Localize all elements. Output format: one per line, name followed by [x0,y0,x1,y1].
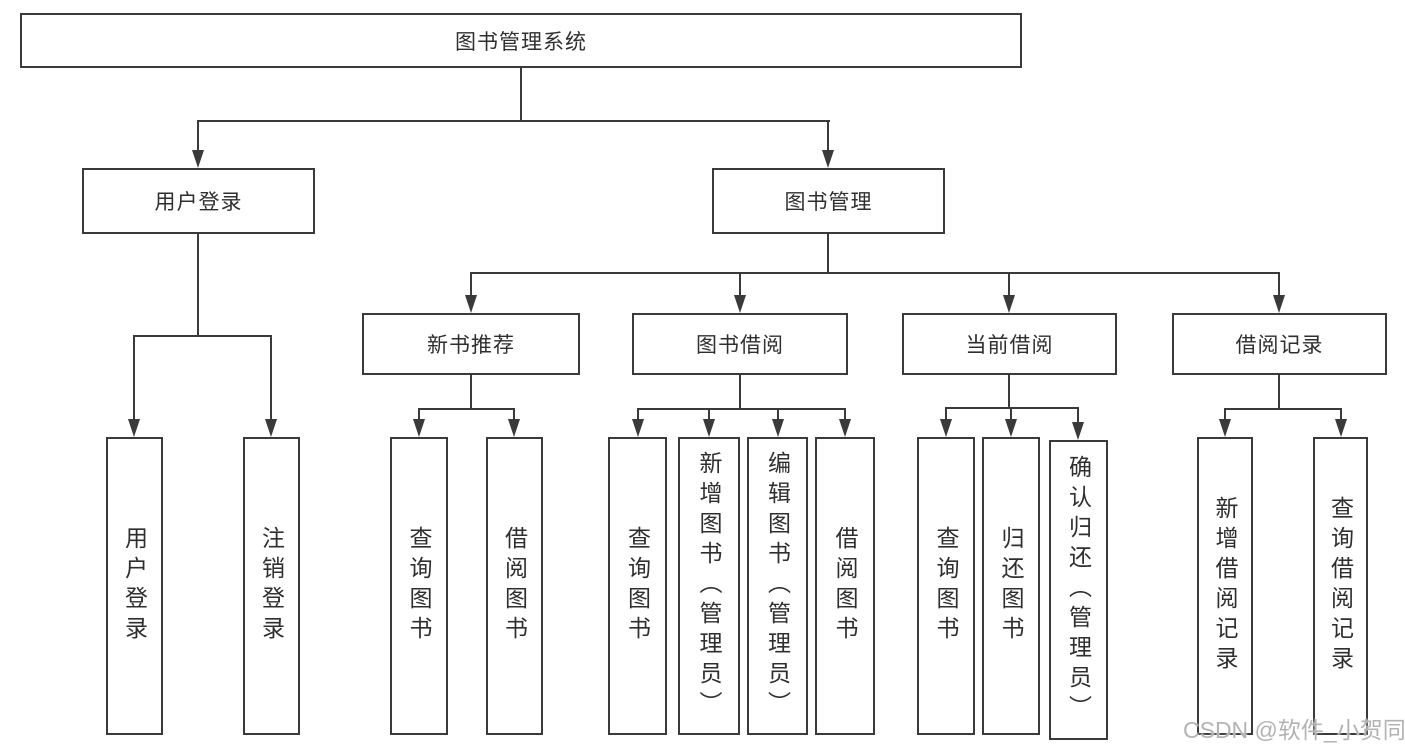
leaf-user-login: 用户登录 [106,437,163,735]
node-new-book-recommend: 新书推荐 [362,313,580,375]
arrow-down-icon [413,419,425,437]
connector-stem [470,375,472,408]
connector-drop [418,408,420,419]
leaf-label: 用户登录 [121,526,148,646]
leaf-add-borrow-record: 新增借阅记录 [1197,437,1253,735]
connector-drop [777,408,779,419]
leaf-query-books: 查询图书 [608,437,667,735]
leaf-query-books: 查询图书 [390,437,448,735]
leaf-label: 注销登录 [258,526,285,646]
node-label: 当前借阅 [965,334,1054,357]
node-current-borrow: 当前借阅 [902,313,1117,375]
connector-drop [708,408,710,419]
node-book-mgmt-label: 图书管理 [784,191,873,214]
connector-drop [739,272,741,295]
connector-drop [470,272,472,295]
node-root-label: 图书管理系统 [455,30,587,54]
leaf-label: 归还图书 [998,526,1024,646]
leaf-label: 确认归还（管理员） [1065,455,1092,725]
connector-user-login-stem [197,234,199,335]
connector-drop [637,408,639,419]
arrow-down-icon [1005,419,1017,437]
arrow-down-icon [128,419,140,437]
node-root: 图书管理系统 [20,13,1022,68]
leaf-logout: 注销登录 [243,437,300,735]
leaf-label: 借阅图书 [501,526,528,646]
connector-level1-rail [197,120,830,122]
node-label: 图书借阅 [696,334,784,357]
node-book-mgmt: 图书管理 [712,168,945,234]
leaf-borrow-books: 借阅图书 [815,437,875,735]
connector-drop [1224,408,1226,419]
connector-drop [1340,408,1342,419]
arrow-down-icon [192,150,204,168]
connector-drop [513,408,515,419]
arrow-down-icon [1219,419,1231,437]
connector-rail [418,408,514,410]
arrow-down-icon [1335,419,1347,437]
leaf-label: 新增图书（管理员） [696,451,722,721]
leaf-label: 新增借阅记录 [1212,496,1238,676]
arrow-down-icon [703,419,715,437]
arrow-down-icon [822,150,834,168]
leaf-label: 查询图书 [933,526,959,646]
connector-drop [1278,272,1280,295]
arrow-down-icon [1003,295,1015,313]
arrow-down-icon [508,419,520,437]
connector-book-mgmt-drop [827,120,829,152]
connector-stem [1008,375,1010,407]
leaf-label: 借阅图书 [832,526,858,646]
arrow-down-icon [1273,295,1285,313]
arrow-down-icon [265,419,277,437]
connector-drop [844,408,846,419]
leaf-query-books: 查询图书 [917,437,975,735]
leaf-label: 查询图书 [406,526,432,646]
leaf-return-books: 归还图书 [982,437,1040,735]
arrow-down-icon [734,295,746,313]
connector-drop [133,335,135,419]
leaf-label: 查询图书 [624,526,651,646]
node-label: 借阅记录 [1235,334,1324,357]
leaf-borrow-books: 借阅图书 [486,437,543,735]
connector-rail [945,407,1079,409]
node-borrow-record: 借阅记录 [1172,313,1387,375]
arrow-down-icon [772,419,784,437]
leaf-label: 查询借阅记录 [1327,496,1354,676]
node-label: 新书推荐 [427,334,515,357]
arrow-down-icon [1072,422,1084,440]
leaf-edit-book-admin: 编辑图书（管理员） [747,437,808,735]
leaf-query-borrow-record: 查询借阅记录 [1313,437,1368,735]
arrow-down-icon [940,419,952,437]
connector-stem [1278,375,1280,408]
connector-rail [637,408,845,410]
connector-root-stem [520,68,522,120]
node-user-login-label: 用户登录 [154,191,243,214]
connector-drop [270,335,272,419]
leaf-confirm-return-admin: 确认归还（管理员） [1049,440,1108,740]
connector-sections-rail [470,272,1280,274]
connector-user-login-drop [197,120,199,152]
connector-drop [1010,407,1012,419]
connector-user-login-rail [133,335,272,337]
node-user-login: 用户登录 [82,168,315,234]
connector-drop [945,407,947,419]
leaf-add-book-admin: 新增图书（管理员） [678,437,740,735]
node-book-borrow: 图书借阅 [632,313,848,375]
connector-stem [739,375,741,408]
csdn-watermark: CSDN @软件_小贺同学 [1183,717,1405,743]
arrow-down-icon [632,419,644,437]
arrow-down-icon [839,419,851,437]
leaf-label: 编辑图书（管理员） [764,451,791,721]
arrow-down-icon [465,295,477,313]
connector-drop [1008,272,1010,295]
connector-drop [1077,407,1079,422]
connector-book-mgmt-stem [827,234,829,272]
connector-rail [1224,408,1341,410]
